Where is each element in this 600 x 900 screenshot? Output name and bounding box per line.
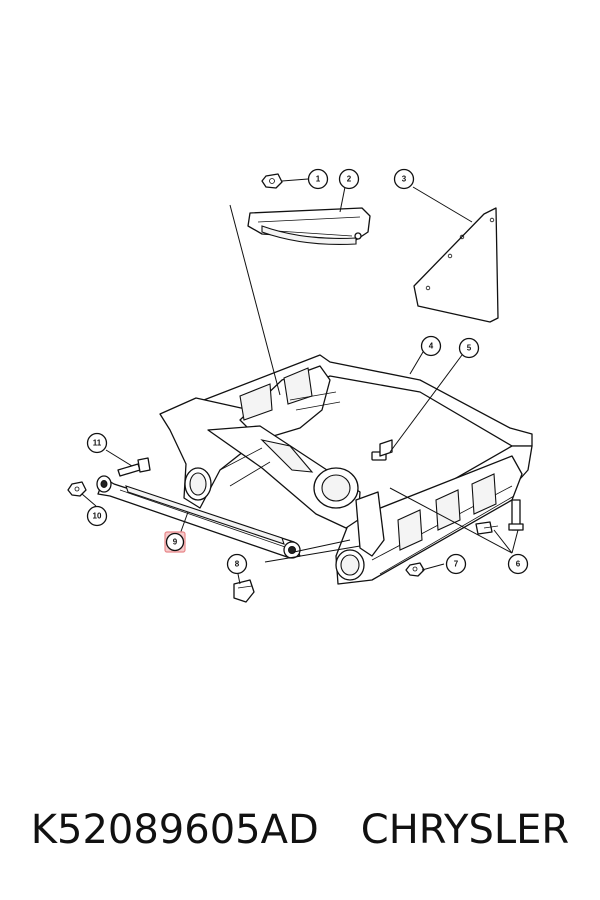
callout-3: 3: [393, 168, 415, 190]
callout-1: 1: [307, 168, 329, 190]
callout-6: 6: [507, 553, 529, 575]
callout-8: 8: [226, 553, 248, 575]
callout-label: 9: [173, 538, 178, 547]
callout-label: 10: [93, 512, 102, 521]
nut-part-7: [405, 562, 425, 577]
callout-label: 3: [402, 175, 407, 184]
callout-11: 11: [86, 432, 108, 454]
clip-part: [233, 579, 255, 603]
callout-label: 1: [316, 175, 321, 184]
brand-name: CHRYSLER: [360, 807, 570, 853]
callout-label: 11: [93, 439, 102, 448]
part-caption: K52089605AD CHRYSLER: [0, 800, 600, 860]
bolt-part: [371, 439, 393, 461]
nut-part-10: [67, 481, 87, 497]
callout-label: 7: [454, 560, 459, 569]
part-number: K52089605AD: [30, 807, 319, 853]
leader-lines: [81, 178, 519, 585]
bolt-part-6: [475, 521, 499, 535]
tension-strut-part: [96, 475, 301, 559]
callout-label: 8: [235, 560, 240, 569]
upper-bracket-part: [247, 207, 371, 246]
callout-10: 10: [86, 505, 108, 527]
callout-4: 4: [420, 335, 442, 357]
callout-9-highlighted: 9: [164, 531, 186, 553]
gusset-plate-part: [413, 207, 499, 323]
callout-label: 6: [516, 560, 521, 569]
callout-label: 5: [467, 344, 472, 353]
callout-7: 7: [445, 553, 467, 575]
nut-part: [261, 173, 283, 189]
callout-2: 2: [338, 168, 360, 190]
callout-5: 5: [458, 337, 480, 359]
callout-label: 2: [347, 175, 352, 184]
callout-label: 4: [429, 342, 434, 351]
subframe-part: [159, 354, 533, 585]
